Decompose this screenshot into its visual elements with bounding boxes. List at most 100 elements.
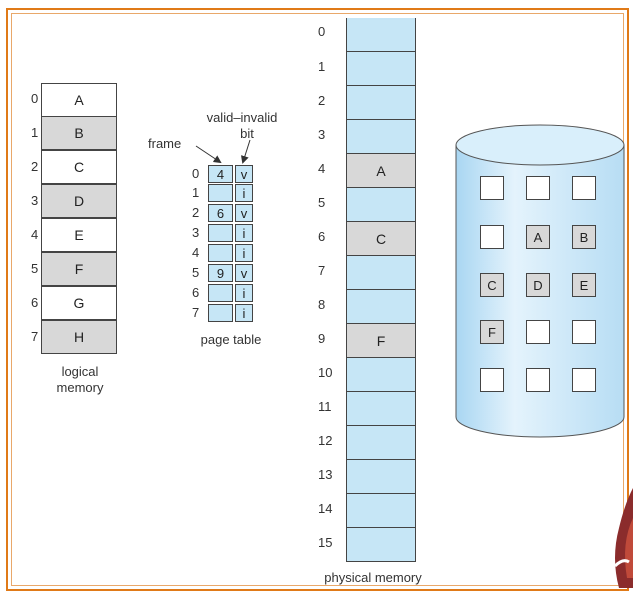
page-table-frame	[208, 284, 233, 302]
logical-memory-caption-line2: memory	[56, 380, 104, 395]
physical-frame	[346, 256, 416, 290]
physical-memory-top-strip	[346, 18, 416, 31]
physical-frame-c: C	[346, 222, 416, 256]
disk-block-a: A	[526, 225, 550, 249]
physical-frame	[346, 31, 416, 52]
physical-frame	[346, 358, 416, 392]
logical-page-c: C	[41, 150, 117, 184]
page-table-index: 3	[192, 225, 200, 240]
page-table-frame: 9	[208, 264, 233, 282]
logical-page-index: 2	[31, 159, 39, 174]
physical-frame	[346, 392, 416, 426]
logical-page-index: 5	[31, 261, 39, 276]
physical-frame	[346, 460, 416, 494]
disk-block	[526, 320, 550, 344]
physical-frame-a: A	[346, 154, 416, 188]
page-table-frame	[208, 304, 233, 322]
physical-frame-index: 0	[318, 24, 326, 39]
page-table-index: 1	[192, 185, 200, 200]
disk-block-c: C	[480, 273, 504, 297]
physical-frame-index: 10	[318, 365, 333, 380]
page-table-bit: i	[235, 244, 253, 262]
physical-frame-index: 2	[318, 93, 326, 108]
disk-block	[572, 320, 596, 344]
physical-frame-index: 12	[318, 433, 333, 448]
disk-block-f: F	[480, 320, 504, 344]
physical-frame-index: 7	[318, 263, 326, 278]
logical-page-index: 1	[31, 125, 39, 140]
corner-logo-icon	[613, 488, 633, 588]
page-table-frame: 6	[208, 204, 233, 222]
physical-frame-index: 4	[318, 161, 326, 176]
physical-frame	[346, 494, 416, 528]
logical-page-h: H	[41, 320, 117, 354]
page-table-frame	[208, 244, 233, 262]
logical-page-index: 6	[31, 295, 39, 310]
disk-block-b: B	[572, 225, 596, 249]
page-table-index: 4	[192, 245, 200, 260]
logical-page-g: G	[41, 286, 117, 320]
disk-block	[526, 176, 550, 200]
page-table-bit: i	[235, 184, 253, 202]
disk-block	[572, 176, 596, 200]
page-table-caption: page table	[200, 332, 262, 347]
physical-frame-index: 1	[318, 59, 326, 74]
page-table-index: 5	[192, 265, 200, 280]
physical-frame	[346, 290, 416, 324]
physical-frame-index: 8	[318, 297, 326, 312]
physical-frame-index: 9	[318, 331, 326, 346]
physical-frame-index: 14	[318, 501, 333, 516]
disk-block-e: E	[572, 273, 596, 297]
disk-block-d: D	[526, 273, 550, 297]
page-table-bit: v	[235, 264, 253, 282]
physical-frame-index: 13	[318, 467, 333, 482]
page-table-index: 7	[192, 305, 200, 320]
page-table-frame	[208, 184, 233, 202]
page-table-index: 6	[192, 285, 200, 300]
logical-page-e: E	[41, 218, 117, 252]
page-table-bit: i	[235, 304, 253, 322]
physical-memory-caption: physical memory	[324, 570, 422, 585]
logical-page-index: 0	[31, 91, 39, 106]
physical-frame	[346, 188, 416, 222]
physical-frame	[346, 528, 416, 562]
page-table-bit: i	[235, 224, 253, 242]
page-table-index: 2	[192, 205, 200, 220]
page-table-frame: 4	[208, 165, 233, 183]
page-table-bit: v	[235, 165, 253, 183]
valid-invalid-bit-label: bit	[240, 126, 254, 141]
slide-border	[6, 8, 629, 591]
logical-page-a: A	[41, 83, 117, 117]
page-table-bit: v	[235, 204, 253, 222]
physical-frame-index: 5	[318, 195, 326, 210]
physical-frame-index: 11	[318, 399, 332, 414]
physical-frame-f: F	[346, 324, 416, 358]
physical-frame	[346, 120, 416, 154]
logical-page-index: 4	[31, 227, 39, 242]
disk-block	[480, 368, 504, 392]
disk-block	[480, 176, 504, 200]
logical-page-d: D	[41, 184, 117, 218]
physical-frame-index: 6	[318, 229, 326, 244]
disk-block	[480, 225, 504, 249]
physical-frame-index: 15	[318, 535, 333, 550]
page-table-bit: i	[235, 284, 253, 302]
logical-memory-caption-line1: logical	[61, 364, 99, 379]
valid-invalid-label: valid–invalid	[206, 110, 278, 125]
logical-page-index: 3	[31, 193, 39, 208]
physical-frame	[346, 86, 416, 120]
disk-block	[572, 368, 596, 392]
physical-frame	[346, 426, 416, 460]
physical-frame	[346, 52, 416, 86]
physical-frame-index: 3	[318, 127, 326, 142]
frame-label: frame	[148, 136, 182, 151]
page-table-index: 0	[192, 166, 200, 181]
page-table-frame	[208, 224, 233, 242]
logical-page-index: 7	[31, 329, 39, 344]
disk-block	[526, 368, 550, 392]
logical-page-f: F	[41, 252, 117, 286]
logical-page-b: B	[41, 116, 117, 150]
